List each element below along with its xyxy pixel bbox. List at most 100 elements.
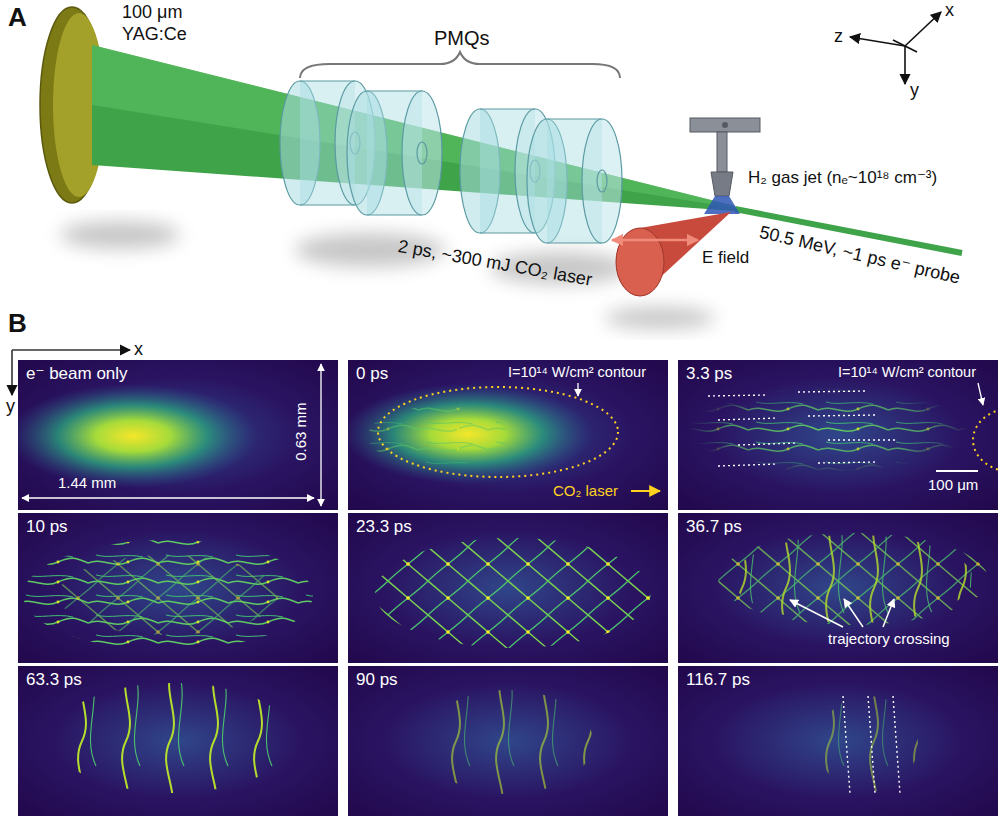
image-3-3ps xyxy=(678,360,1000,510)
illustration-ellipse xyxy=(378,387,618,477)
illustration-line xyxy=(480,108,535,109)
panel-letter: B xyxy=(8,308,27,339)
illustration-ellipse xyxy=(818,696,918,792)
illustration-line xyxy=(367,90,422,91)
illustration-rect xyxy=(690,118,760,132)
illustration-line xyxy=(22,497,314,498)
image-116-7ps xyxy=(678,666,998,816)
panel-letter: A xyxy=(8,2,27,33)
gas-jet xyxy=(690,118,760,214)
time-label: 63.3 ps xyxy=(26,670,82,690)
screen-label: 100 μm YAG:Ce xyxy=(122,2,202,45)
illustration-line xyxy=(300,204,355,205)
illustration-line xyxy=(936,470,978,472)
illustration-line xyxy=(904,46,906,84)
illustration-ellipse xyxy=(8,384,258,488)
illustration-ellipse xyxy=(23,540,313,650)
scale-bar-label: 100 μm xyxy=(928,476,978,493)
electron-beam xyxy=(92,45,962,253)
illustration-ellipse xyxy=(582,119,622,243)
illustration-g xyxy=(347,91,442,215)
contour-label: I=10¹⁴ W/cm² contour xyxy=(508,364,646,381)
image-panel: 36.7 ps trajectory crossing xyxy=(678,513,998,663)
image-panel: 10 ps xyxy=(18,513,338,663)
axis-label: x xyxy=(134,339,143,361)
illustration-ellipse xyxy=(597,170,607,192)
illustration-line xyxy=(547,242,602,243)
illustration-line xyxy=(718,464,778,466)
gas-jet-label: H₂ gas jet (nₑ~10¹⁸ cm⁻³) xyxy=(748,168,937,188)
contour-label: I=10¹⁴ W/cm² contour xyxy=(838,364,976,381)
illustration-line xyxy=(905,12,941,46)
illustration-ellipse xyxy=(343,384,593,484)
illustration-line xyxy=(708,395,768,396)
illustration-ellipse xyxy=(375,538,651,648)
illustration-rect xyxy=(678,666,998,816)
illustration-line xyxy=(718,418,778,420)
illustration-ellipse xyxy=(53,683,293,793)
electron-probe-label: 50.5 MeV, ~1 ps e⁻ probe xyxy=(757,222,962,289)
annotation-label: trajectory crossing xyxy=(828,630,950,647)
dimension-label: 0.63 mm xyxy=(292,397,309,467)
illustration-ellipse xyxy=(417,142,427,164)
illustration-line xyxy=(798,391,868,392)
illustration-rect xyxy=(348,513,668,663)
illustration-circle xyxy=(722,122,728,128)
axis-label: z xyxy=(834,26,843,48)
illustration-line xyxy=(883,599,894,627)
time-label: 90 ps xyxy=(356,670,398,690)
illustration-line xyxy=(612,239,698,242)
illustration-line xyxy=(818,462,878,463)
time-label: 23.3 ps xyxy=(356,517,412,537)
illustration-line xyxy=(893,696,900,794)
magnet-label: PMQs xyxy=(434,26,490,50)
pmq-bracket xyxy=(300,52,620,78)
image-23-3ps xyxy=(348,513,668,663)
illustration-line xyxy=(480,232,535,233)
time-label: 116.7 ps xyxy=(686,670,750,690)
axis-label: y xyxy=(6,396,15,418)
illustration-rect xyxy=(717,132,727,172)
illustration-line xyxy=(828,439,898,440)
illustration-ellipse xyxy=(605,307,715,329)
time-label: 10 ps xyxy=(26,517,68,537)
illustration-line xyxy=(893,40,917,52)
dimension-label: 1.44 mm xyxy=(58,474,116,491)
illustration-polygon xyxy=(711,172,733,196)
laser-direction-label: CO₂ laser xyxy=(553,482,618,499)
image-panel: 116.7 ps xyxy=(678,666,998,816)
image-panel: 3.3 ps I=10¹⁴ W/cm² contour 100 μm xyxy=(678,360,998,510)
image-0ps xyxy=(343,360,668,510)
illustration-line xyxy=(11,350,13,395)
illustration-g xyxy=(708,391,898,466)
shadows xyxy=(60,221,715,329)
illustration-ellipse xyxy=(368,406,508,466)
illustration-ellipse xyxy=(616,228,664,296)
illustration-line xyxy=(577,383,578,396)
image-e-beam xyxy=(8,360,338,510)
image-panel: 23.3 ps xyxy=(348,513,668,663)
illustration-ellipse xyxy=(60,221,180,249)
image-63-3ps xyxy=(18,666,338,816)
illustration-g xyxy=(790,599,894,627)
illustration-line xyxy=(547,118,602,119)
illustration-ellipse xyxy=(973,408,1000,472)
image-36-7ps xyxy=(678,513,998,663)
axis-label: x xyxy=(945,0,954,22)
illustration-ellipse xyxy=(733,535,973,623)
illustration-rect xyxy=(18,666,338,816)
time-label: 3.3 ps xyxy=(686,364,732,384)
illustration-rect xyxy=(348,666,668,816)
illustration-ellipse xyxy=(402,91,442,215)
illustration-line xyxy=(978,383,983,405)
illustration-line xyxy=(790,600,843,627)
illustration-g xyxy=(527,119,622,243)
illustration-line xyxy=(843,696,850,794)
time-label: 36.7 ps xyxy=(686,517,742,537)
image-panel: 0 psI=10¹⁴ W/cm² contourCO₂ laser xyxy=(348,360,668,510)
illustration-line xyxy=(300,80,355,81)
illustration-line xyxy=(367,214,422,215)
image-10ps xyxy=(18,513,338,663)
